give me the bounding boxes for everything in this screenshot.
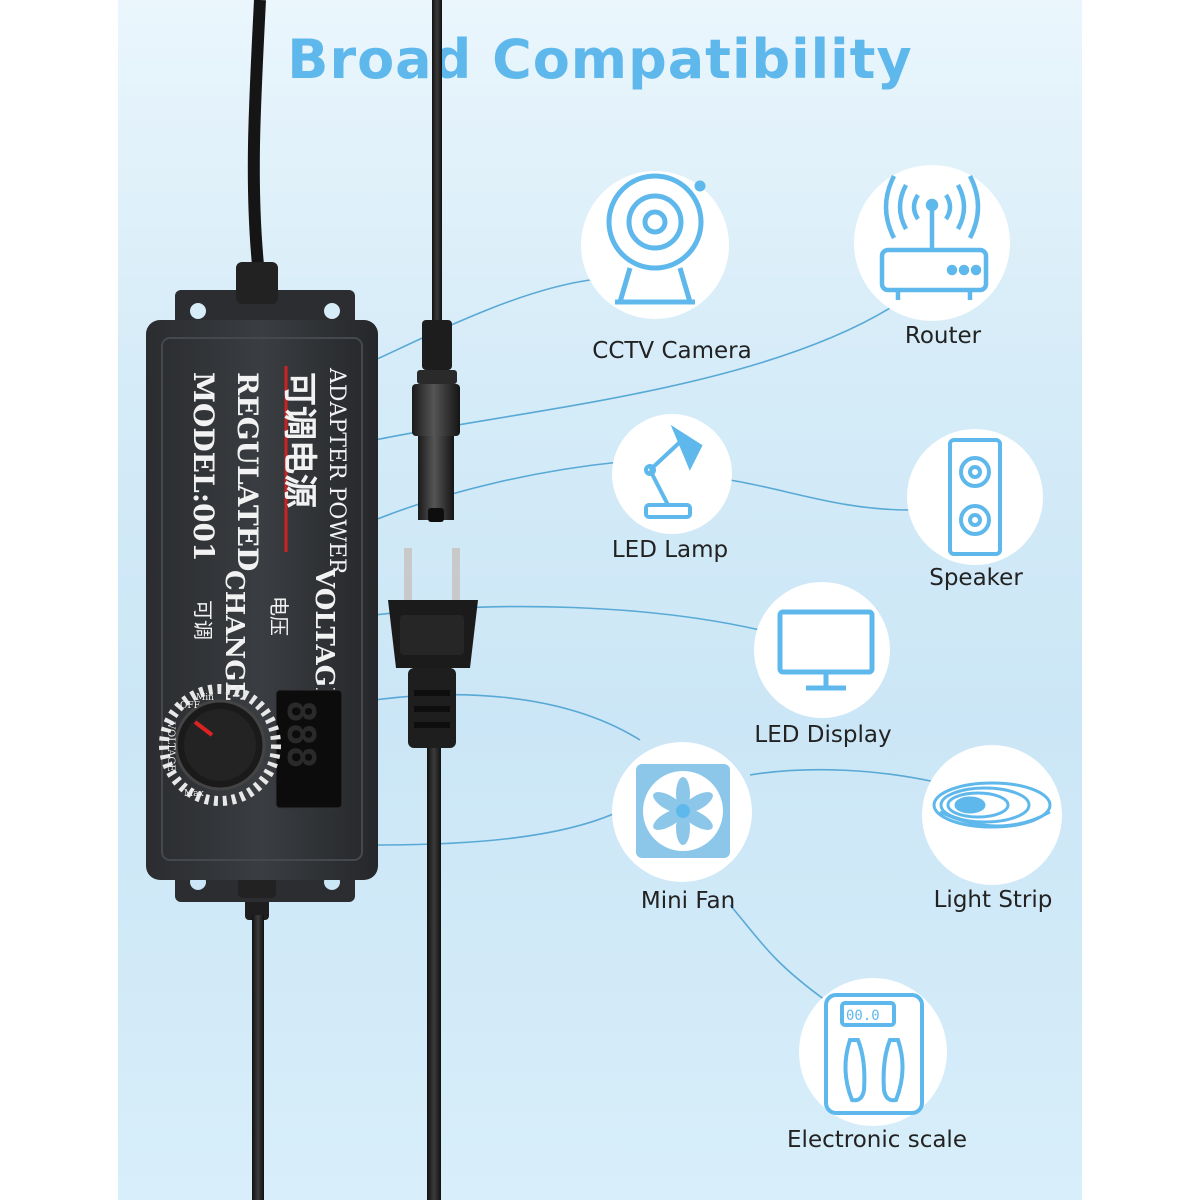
- speaker-icon: [948, 438, 1002, 556]
- knob-label-min: Min: [196, 693, 214, 703]
- knob-label-voltage: VOLTAGE: [165, 721, 176, 772]
- cctv-camera-icon: [606, 173, 706, 305]
- adapter-line4: MODEL:001: [187, 372, 220, 561]
- light-strip-icon: [932, 781, 1052, 829]
- device-label-led-lamp: LED Lamp: [611, 537, 729, 563]
- adapter-line1: ADAPTER POWER: [324, 367, 349, 576]
- change-label: CHANGE: [219, 570, 249, 701]
- scale-readout: 00.0: [846, 1008, 880, 1024]
- led-display-icon: [777, 609, 875, 691]
- device-label-led-display: LED Display: [754, 722, 892, 748]
- mini-fan-icon: [636, 764, 730, 858]
- device-label-router: Router: [904, 323, 982, 349]
- electronic-scale-icon: 00.0: [824, 993, 924, 1115]
- knob-label-off: OFF: [180, 701, 200, 711]
- led-readout: 888: [279, 700, 323, 769]
- ac-plug: [388, 548, 478, 748]
- knob-scale: [159, 684, 281, 806]
- device-label-speaker: Speaker: [929, 565, 1023, 591]
- page-title: Broad Compatibility: [287, 28, 913, 91]
- voltage-label: VOLTAGE: [309, 567, 339, 707]
- power-adapter: ADAPTER POWER 可调电源 REGULATED MODEL:001 V…: [146, 262, 378, 902]
- adapter-line3: REGULATED: [231, 372, 264, 571]
- device-label-mini-fan: Mini Fan: [640, 888, 736, 914]
- voltage-cn: 电压: [267, 596, 291, 636]
- knob-label-max: Max: [184, 789, 204, 799]
- led-lamp-icon: [644, 424, 703, 519]
- dc-jack: [412, 320, 460, 522]
- router-icon: [879, 174, 989, 300]
- adapter-line2: 可调电源: [279, 372, 319, 508]
- device-circles: [581, 165, 1062, 1126]
- device-label-electronic-scale: Electronic scale: [787, 1127, 967, 1153]
- change-cn: 可调: [191, 600, 215, 640]
- device-label-cctv-camera: CCTV Camera: [592, 338, 752, 364]
- device-label-light-strip: Light Strip: [933, 887, 1053, 913]
